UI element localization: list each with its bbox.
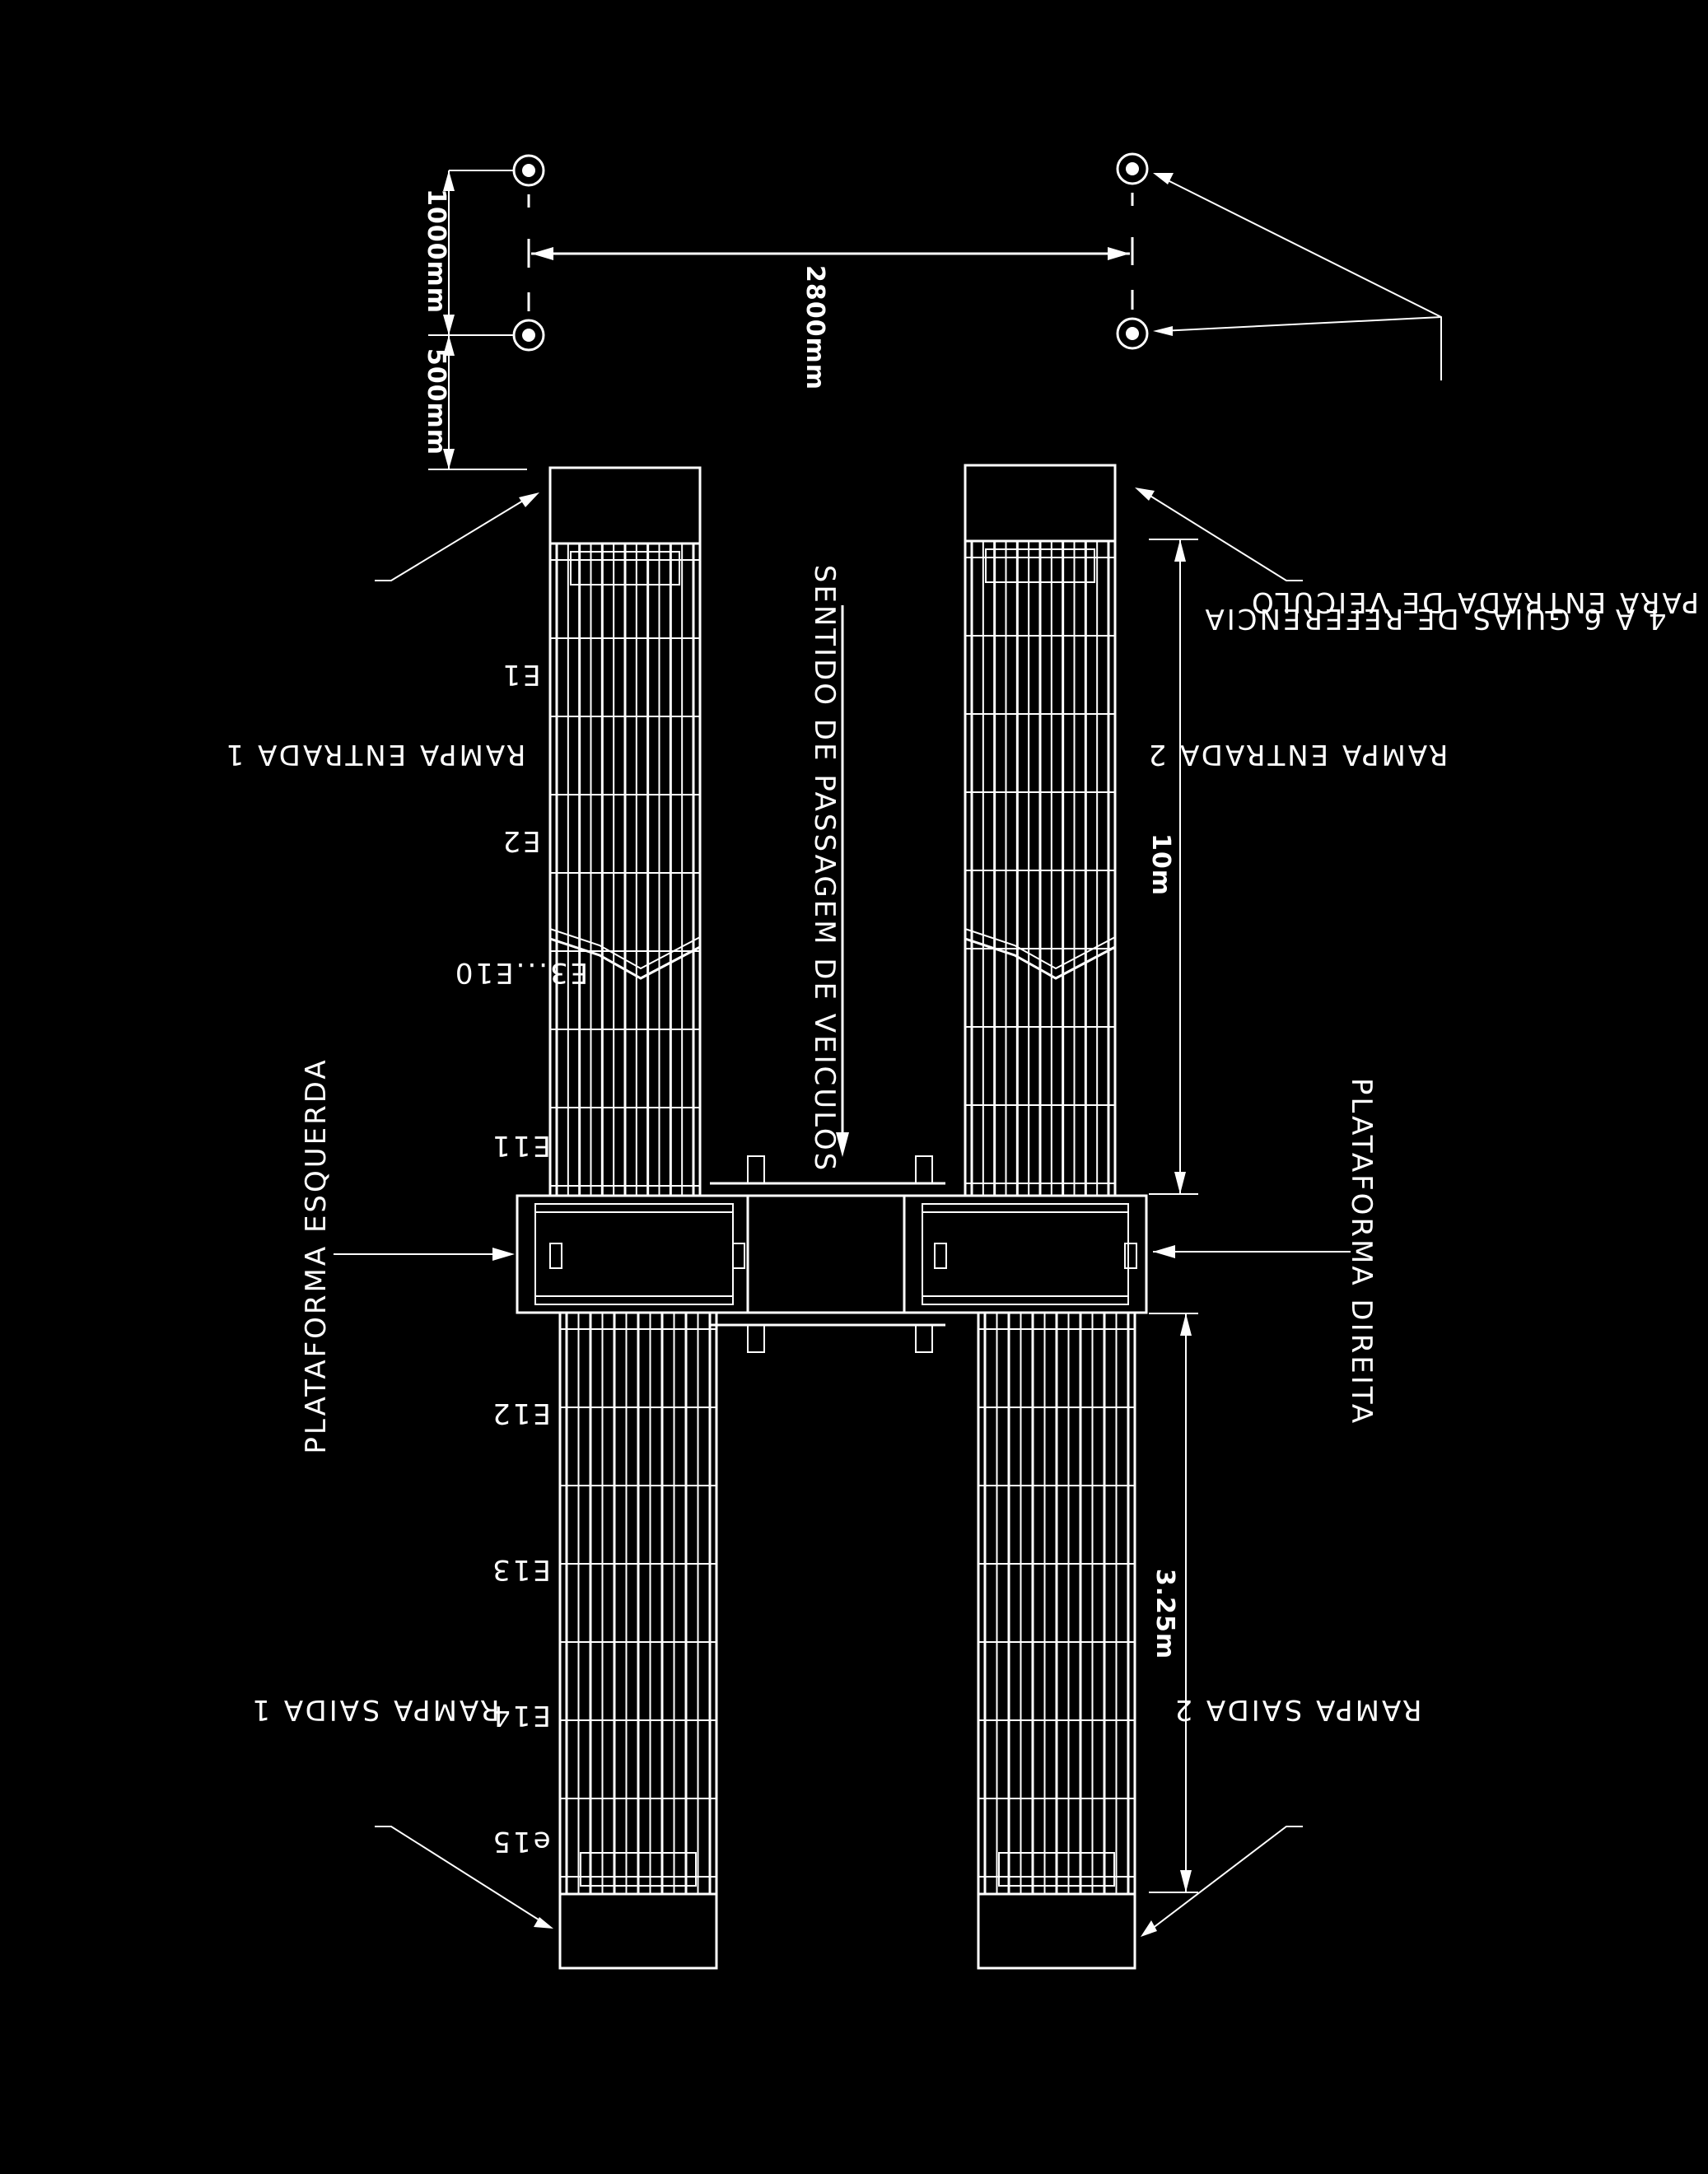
dim-10m: 10m <box>1146 833 1175 896</box>
platform-connector <box>710 1155 945 1353</box>
label-sentido: SENTIDO DE PASSAGEM DE VEICULOS <box>808 565 841 1173</box>
station-label: e15 <box>490 1825 550 1858</box>
guides-leader <box>1153 173 1442 380</box>
ramp-leaders <box>375 488 1303 1937</box>
label-rampa-saida-2: RAMPA SAIDA 2 <box>1172 1693 1421 1726</box>
ramp-exit-2-end-box <box>977 1892 1136 1970</box>
label-plataforma-direita: PLATAFORMA DIREITA <box>1345 1078 1378 1425</box>
length-dimensions <box>1149 539 1198 1893</box>
ramp-exit-1 <box>558 1311 718 1970</box>
station-label: E3...E10 <box>453 956 588 989</box>
dim-2800mm: 2800mm <box>800 265 829 390</box>
platform-leaders <box>334 1245 1351 1261</box>
label-plataforma-esquerda: PLATAFORMA ESQUERDA <box>300 1057 333 1453</box>
ramp-entry-2 <box>964 464 1117 1197</box>
station-label: E13 <box>490 1553 551 1586</box>
station-label: E11 <box>490 1129 551 1162</box>
direction-arrow <box>836 605 849 1157</box>
label-rampa-entrada-2: RAMPA ENTRADA 2 <box>1146 738 1449 771</box>
station-label: E1 <box>500 658 540 691</box>
guides-label-line2: PARA ENTRADA DE VEICULO <box>1249 585 1699 618</box>
label-rampa-entrada-1: RAMPA ENTRADA 1 <box>224 738 526 771</box>
ramp-entry-2-end-box <box>964 464 1117 543</box>
station-label: E14 <box>490 1699 551 1732</box>
ramp-exit-2 <box>977 1311 1136 1970</box>
label-rampa-saida-1: RAMPA SAIDA 1 <box>250 1693 499 1726</box>
dim-500mm: 500mm <box>422 348 450 455</box>
dim-3-25m: 3.25m <box>1150 1569 1179 1659</box>
platform-left <box>516 1194 749 1314</box>
ramp-entry-1 <box>548 466 702 1197</box>
platform-right <box>903 1194 1148 1314</box>
station-label: E12 <box>490 1397 551 1430</box>
ramp-break-mask <box>549 937 701 980</box>
station-label: E2 <box>500 824 540 857</box>
dim-1000mm: 1000mm <box>422 189 450 314</box>
ramp-exit-1-end-box <box>558 1892 718 1970</box>
reference-guides <box>512 152 1149 352</box>
guides-label-line1: 4 A 6 GUIAS DE REFERENCIA <box>1202 602 1666 635</box>
ramp-entry-1-end-box <box>548 466 702 545</box>
ramp-break-line <box>964 928 1116 970</box>
ramp-break-line <box>549 928 701 970</box>
ramp-break-mask <box>964 937 1116 980</box>
guide-dimension-lines <box>428 170 527 470</box>
